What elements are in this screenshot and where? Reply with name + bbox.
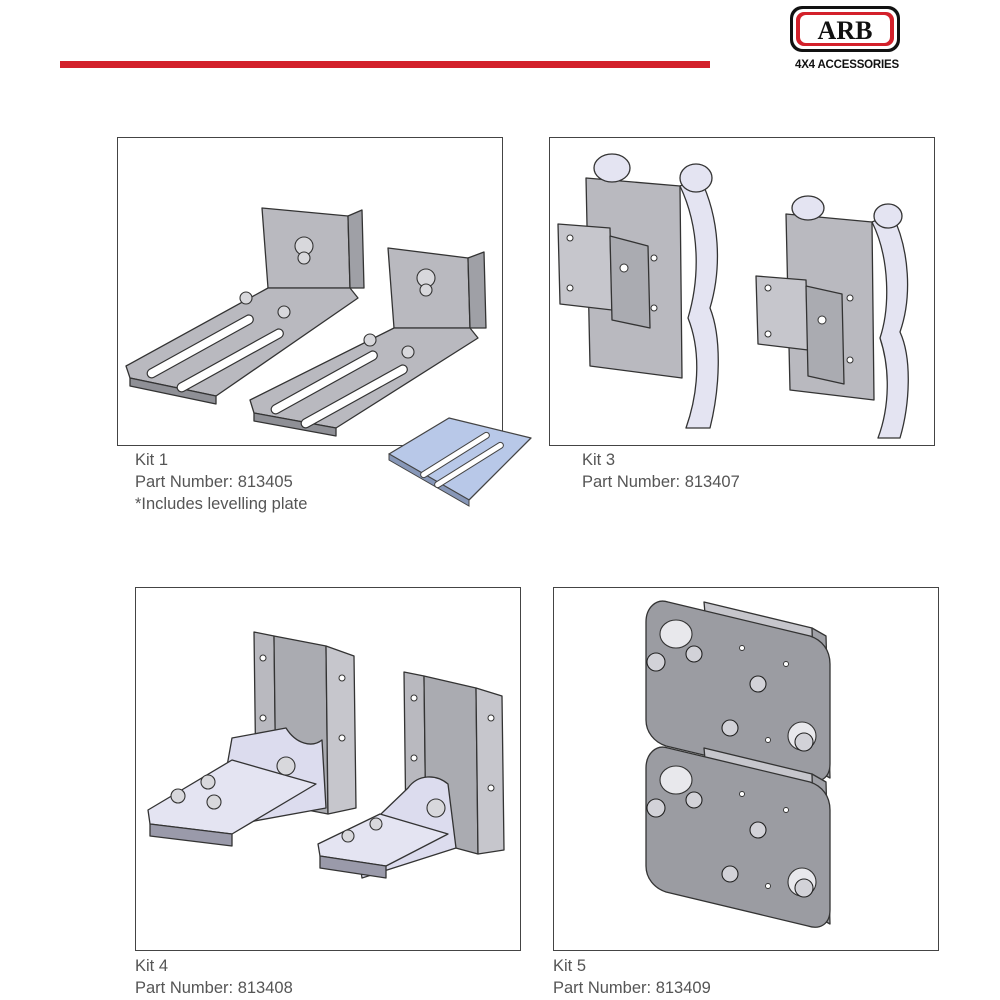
kit-1-part-number: Part Number: 813405 bbox=[135, 473, 293, 491]
kit-3-illustration bbox=[557, 153, 909, 439]
kit-3-image-panel bbox=[549, 137, 935, 446]
kit-5-caption: Kit 5 Part Number: 813409 bbox=[553, 955, 711, 999]
kit-3-caption: Kit 3 Part Number: 813407 bbox=[582, 449, 740, 493]
kit-4-name: Kit 4 bbox=[135, 957, 169, 975]
kit-1-caption: Kit 1 Part Number: 813405 *Includes leve… bbox=[135, 449, 307, 515]
kit-5-illustration bbox=[645, 600, 831, 928]
kit-1-image-panel bbox=[117, 137, 503, 446]
kit-4-illustration bbox=[147, 631, 505, 879]
levelling-plate-illustration bbox=[388, 417, 532, 507]
kit-3-name: Kit 3 bbox=[582, 451, 616, 469]
header-red-rule bbox=[60, 61, 710, 68]
kit-5-name: Kit 5 bbox=[553, 957, 587, 975]
kit-3-part-number: Part Number: 813407 bbox=[582, 473, 740, 491]
arb-logo: ARB bbox=[790, 6, 900, 52]
kit-1-name: Kit 1 bbox=[135, 451, 169, 469]
kit-1-illustration bbox=[125, 207, 487, 437]
brand-tagline: 4X4 ACCESSORIES bbox=[795, 59, 899, 71]
kit-4-caption: Kit 4 Part Number: 813408 bbox=[135, 955, 293, 999]
kit-1-note: *Includes levelling plate bbox=[135, 495, 308, 513]
kit-5-image-panel bbox=[553, 587, 939, 951]
logo-text: ARB bbox=[818, 16, 873, 45]
kit-5-part-number: Part Number: 813409 bbox=[553, 979, 711, 997]
kit-4-image-panel bbox=[135, 587, 521, 951]
kit-4-part-number: Part Number: 813408 bbox=[135, 979, 293, 997]
